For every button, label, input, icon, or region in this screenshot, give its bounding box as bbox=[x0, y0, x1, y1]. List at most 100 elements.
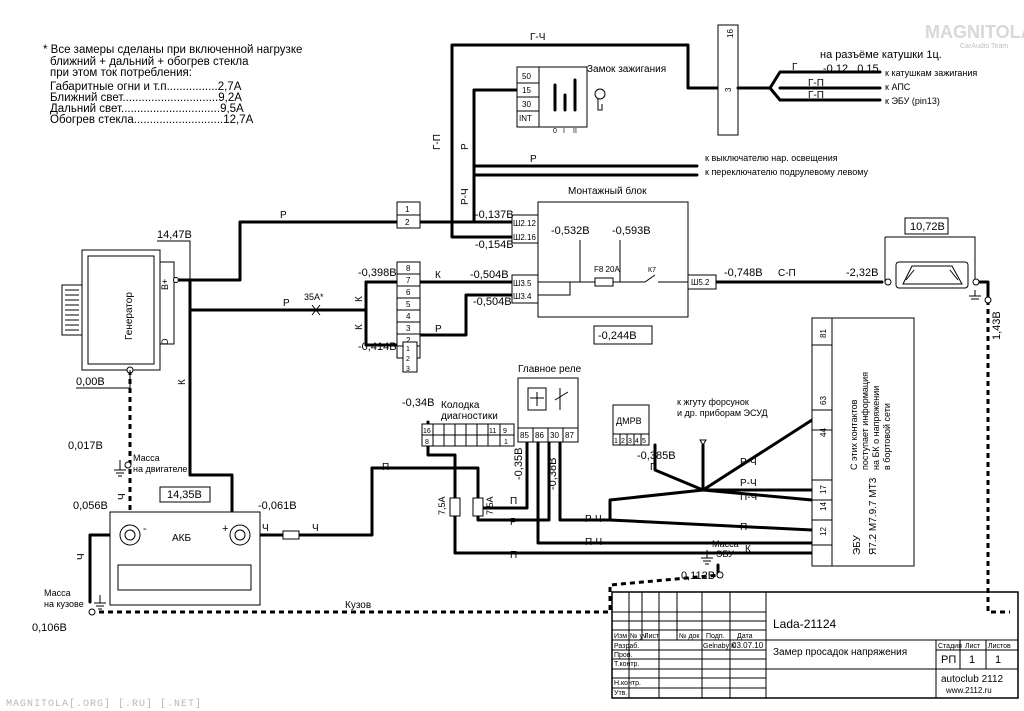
notes-block: * Все замеры сделаны при включенной нагр… bbox=[43, 44, 302, 126]
connector-1-pin-1: 1 bbox=[405, 205, 410, 214]
watermark: MAGNITOLA[.ORG] [.RU] [.NET] bbox=[6, 698, 202, 710]
wire-label-ch1: Ч bbox=[117, 493, 128, 500]
dmrv-label: ДМРВ bbox=[616, 416, 642, 426]
connector-3-pin-2: 2 bbox=[406, 356, 410, 363]
wire-label-g-p: Г-П bbox=[432, 134, 443, 150]
voltage-relay-86: -0,35В bbox=[513, 448, 525, 480]
voltage-right-ground: 1,43В bbox=[991, 311, 1003, 340]
title-row-razrab: Разраб. bbox=[614, 642, 639, 650]
title-model: Lada-21124 bbox=[773, 617, 836, 631]
dashed-kuzov bbox=[90, 573, 721, 614]
diag-pin-11: 11 bbox=[489, 428, 496, 435]
dmrv-pin-3: 3 bbox=[628, 438, 632, 445]
wire-label-r3: Р bbox=[280, 210, 287, 221]
wire-label-k1: К bbox=[435, 270, 441, 281]
wire-label-r4: Р bbox=[283, 298, 290, 309]
connector-2-pin-6: 6 bbox=[406, 288, 411, 297]
coil-wire-g: Г bbox=[792, 62, 798, 73]
wire-label-g-ch: Г-Ч bbox=[530, 32, 545, 43]
mount-pin-sh3-5: Ш3.5 bbox=[513, 279, 532, 288]
coil-dest-2: к АПС bbox=[885, 82, 911, 92]
dest-stalk: к переключателю подрулевому левому bbox=[705, 167, 868, 177]
connector-1-pin-2: 2 bbox=[405, 218, 410, 227]
main-relay: Главное реле 85 86 30 87 bbox=[517, 364, 582, 443]
mass-ecu-label-2: ЭБУ bbox=[716, 549, 734, 559]
title-site: www.2112.ru bbox=[945, 686, 992, 695]
wire-label-p5: П bbox=[740, 522, 747, 533]
relay-pin-30: 30 bbox=[550, 431, 559, 440]
generator-label: Генератор bbox=[124, 292, 135, 340]
connector-3: 1 2 3 bbox=[402, 341, 418, 373]
fuse-35a-label: 35А* bbox=[304, 292, 324, 302]
ecu-pin-12: 12 bbox=[819, 527, 828, 536]
fuse-75a-2: 7,5А bbox=[485, 496, 495, 515]
ignition-pin-int: INT bbox=[519, 114, 532, 123]
fuse-f8 bbox=[594, 277, 614, 287]
ignition-switch: Замок зажигания 50 15 30 INT 0 I II bbox=[516, 64, 666, 135]
wire-label-r-ch3: Р-Ч bbox=[740, 457, 757, 468]
ignition-pos-2: II bbox=[573, 128, 577, 135]
voltage-mount-2: -0,154В bbox=[475, 239, 514, 251]
coil-wire-gp2: Г-П bbox=[808, 90, 824, 101]
ignition-pin-30: 30 bbox=[522, 100, 531, 109]
title-sheet-header: Лист bbox=[965, 643, 981, 650]
title-hdr-izm: Изм bbox=[614, 633, 627, 640]
wire-label-k4: К bbox=[177, 379, 188, 385]
voltage-diag: -0,34В bbox=[402, 397, 434, 409]
logo-text: MAGNITOLA bbox=[925, 22, 1024, 42]
mount-relay-label: К7 bbox=[648, 267, 656, 274]
rear-heater bbox=[884, 217, 980, 289]
diag-pin-16: 16 bbox=[423, 428, 431, 435]
battery-minus: - bbox=[143, 523, 147, 535]
ecu-pin-14: 14 bbox=[819, 502, 828, 511]
dmrv-pin-4: 4 bbox=[635, 438, 639, 445]
mount-pin-sh3-4: Ш3.4 bbox=[513, 292, 532, 301]
wire-label-r6: Р bbox=[510, 517, 517, 528]
title-stage: РП bbox=[941, 654, 956, 666]
generator-bplus: В+ bbox=[160, 279, 170, 290]
voltage-mount-6: -0,504В bbox=[473, 296, 512, 308]
title-hdr-podp: Подп. bbox=[706, 633, 725, 640]
battery-plus: + bbox=[222, 523, 228, 535]
coil-connector-top: 16 bbox=[726, 29, 735, 38]
fuses-75a: 7,5А 7,5А bbox=[437, 496, 495, 517]
diag-connector: 16 11 9 8 1 Колодка диагностики bbox=[421, 400, 515, 447]
relay-pin-85: 85 bbox=[520, 431, 529, 440]
battery-label: АКБ bbox=[172, 533, 191, 544]
coil-dest-3: к ЭБУ (pin13) bbox=[885, 96, 940, 106]
wire-label-ch3: Ч bbox=[312, 523, 319, 534]
wire-label-p4: П bbox=[510, 550, 517, 561]
wire-label-p-ch2: П-Ч bbox=[740, 492, 757, 503]
dest-injectors-2: и др. приборам ЭСУД bbox=[677, 408, 768, 418]
notes-item-3: Дальний свет............................… bbox=[50, 103, 244, 115]
mass-body-label-1: Масса bbox=[44, 588, 71, 598]
ecu-name-2: Я7.2 М7.9.7 МТ3 bbox=[868, 477, 879, 555]
notes-item-1: Габаритные огни и т.п................2,7… bbox=[50, 81, 242, 93]
voltage-relay-30: -0,38В bbox=[547, 458, 559, 490]
ecu: 81 63 44 17 14 12 С этих контактов посту… bbox=[811, 317, 915, 567]
ignition-title: Замок зажигания bbox=[587, 64, 666, 75]
wire-label-r-ch4: Р-Ч bbox=[740, 478, 757, 489]
title-sheets-header: Листов bbox=[988, 643, 1011, 650]
ecu-pin-17: 17 bbox=[819, 485, 828, 494]
notes-item-2: Ближний свет............................… bbox=[50, 92, 242, 104]
voltage-engine-mass: 0,017В bbox=[68, 440, 103, 452]
notes-line3: при этом ток потребления: bbox=[50, 67, 192, 79]
relay-pin-86: 86 bbox=[535, 431, 544, 440]
title-sheet: 1 bbox=[969, 654, 975, 666]
dmrv-pin-2: 2 bbox=[621, 438, 625, 445]
wire-label-p-ch1: П-Ч bbox=[585, 537, 602, 548]
voltage-mount-3: -0,532В bbox=[551, 225, 590, 237]
voltage-readouts: 14,47В 0,00В -0,137В -0,154В -0,532В -0,… bbox=[32, 209, 1003, 634]
dest-lights: к выключателю нар. освещения bbox=[705, 153, 838, 163]
generator: Генератор В+ D bbox=[61, 249, 179, 371]
logo-subtext: CarAudio Team bbox=[960, 43, 1008, 50]
wires bbox=[88, 43, 990, 604]
ignition-pos-0: 0 bbox=[553, 128, 557, 135]
ecu-note-1: С этих контактов bbox=[849, 399, 859, 470]
title-club: autoclub 2112 bbox=[941, 674, 1004, 685]
ground-symbols bbox=[88, 290, 992, 616]
mass-body-label-2: на кузове bbox=[44, 599, 84, 609]
wire-label-k2: К bbox=[354, 296, 365, 302]
